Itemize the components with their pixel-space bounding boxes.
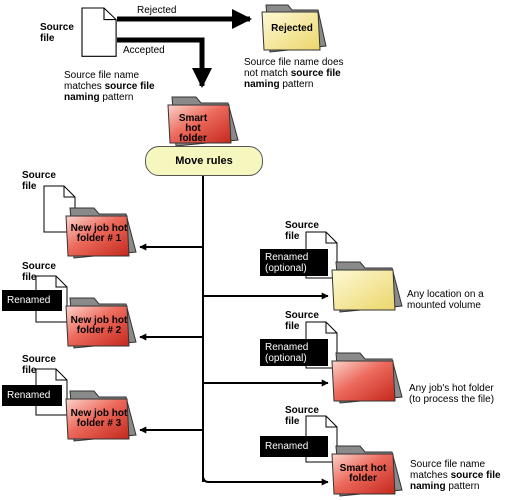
arrow-to-smart-hot-folder xyxy=(202,475,329,486)
source-document-top xyxy=(81,7,117,57)
job-folder-1-label: New job hot folder # 1 xyxy=(70,223,128,244)
any-job-folder-caption: Any job's hot folder (to process the fil… xyxy=(409,383,495,405)
any-job-folder-icon xyxy=(331,352,403,404)
rejected-folder-icon xyxy=(261,4,327,53)
job-folder-2-label: New job hot folder # 2 xyxy=(70,315,128,336)
source-file-label-top: Source file xyxy=(40,22,74,44)
rejected-folder-label: Rejected xyxy=(271,23,313,34)
renamed-badge-left-3: Renamed xyxy=(2,385,62,406)
renamed-badge-left-2: Renamed xyxy=(2,290,62,311)
smart-hot-folder-label: Smart hot folder xyxy=(178,113,208,144)
rejected-note: Source file name does not match source f… xyxy=(244,57,344,90)
source-file-label-left-3: Source file xyxy=(22,354,56,376)
renamed-optional-badge-right-2: Renamed (optional) xyxy=(260,339,328,366)
job-hot-folder-1-icon xyxy=(65,207,137,259)
job-hot-folder-3-icon xyxy=(65,390,137,442)
source-file-label-right-1: Source file xyxy=(285,220,319,242)
source-file-label-left-2: Source file xyxy=(22,261,56,283)
job-hot-folder-2-icon xyxy=(65,297,137,349)
renamed-badge-right-3: Renamed xyxy=(260,436,328,457)
smart-folder-bottom-caption: Source file name matches source file nam… xyxy=(410,459,501,492)
move-rules-box: Move rules xyxy=(145,146,263,176)
rejected-arrow-label: Rejected xyxy=(137,5,177,16)
source-file-label-right-2: Source file xyxy=(285,310,319,332)
mounted-volume-caption: Any location on a mounted volume xyxy=(407,289,484,311)
accepted-note: Source file name matches source file nam… xyxy=(64,70,155,103)
smart-hot-folder-bottom-icon xyxy=(331,445,403,497)
mounted-volume-folder-icon xyxy=(331,261,403,313)
smart-hot-folder-icon xyxy=(167,96,239,147)
renamed-optional-badge-right-1: Renamed (optional) xyxy=(260,249,328,276)
smart-hot-folder-bottom-label: Smart hot folder xyxy=(339,463,387,484)
job-folder-3-label: New job hot folder # 3 xyxy=(70,408,128,429)
accepted-arrow xyxy=(117,37,212,88)
accepted-arrow-label: Accepted xyxy=(123,45,165,56)
source-file-label-left-1: Source file xyxy=(22,170,56,192)
source-file-label-right-3: Source file xyxy=(285,405,319,427)
